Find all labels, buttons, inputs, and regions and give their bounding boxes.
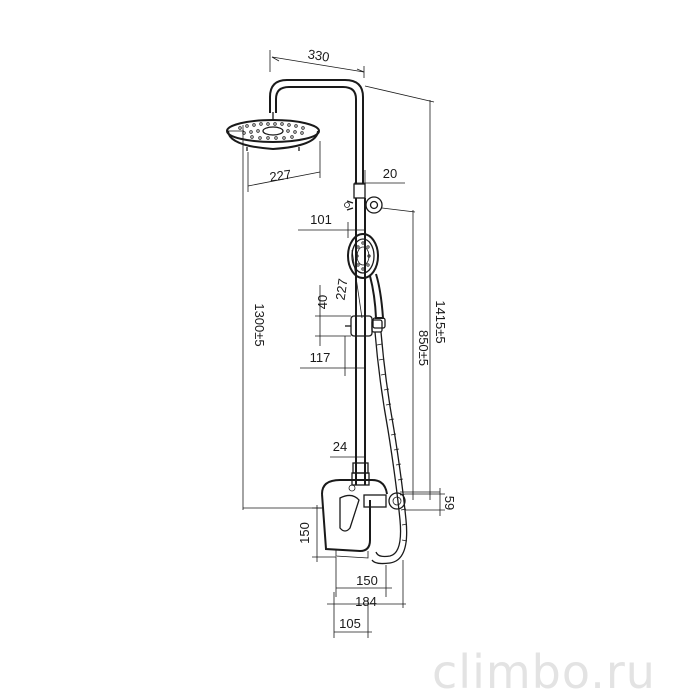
diverter-knob bbox=[344, 196, 383, 214]
dimension-label-slider-height: 40 bbox=[315, 295, 330, 309]
dimension-top-width: 330 bbox=[269, 46, 365, 78]
dimension-label-total-height: 1300±5 bbox=[252, 303, 267, 346]
dimension-label-hand-length: 227 bbox=[333, 278, 351, 302]
dimension-mixer-width: 150 bbox=[335, 557, 392, 597]
dimension-pipe-gap: 20 bbox=[354, 166, 405, 184]
hand-shower bbox=[347, 233, 386, 329]
dimension-label-top-width: 330 bbox=[307, 46, 331, 64]
dimension-label-holder-offset: 101 bbox=[310, 212, 332, 227]
dimension-mixer-depth: 184 bbox=[327, 560, 406, 609]
dimension-label-pipe-gap: 20 bbox=[383, 166, 397, 181]
dimension-mixer-height: 150 bbox=[297, 505, 336, 562]
rain-shower-head bbox=[226, 112, 320, 151]
dimension-holder-offset: 101 bbox=[298, 212, 366, 238]
dimension-wall-offset: 105 bbox=[333, 592, 372, 638]
watermark-text: climbo.ru bbox=[432, 645, 656, 699]
dimension-label-wall-offset: 105 bbox=[339, 616, 361, 631]
dimension-label-mixer-width: 150 bbox=[356, 573, 378, 588]
dimension-label-outlet-offset: 59 bbox=[442, 496, 457, 510]
dimension-overall-height: 1415±5 bbox=[364, 85, 448, 500]
dimension-label-slider-offset: 117 bbox=[310, 350, 331, 365]
dimension-holder-height: 850±5 bbox=[381, 207, 431, 500]
dimension-label-head-diameter: 227 bbox=[269, 167, 293, 185]
dimension-total-height: 1300±5 bbox=[228, 125, 322, 510]
dimension-rail-offset: 24 bbox=[330, 439, 366, 465]
dimension-outlet-offset: 59 bbox=[405, 488, 457, 516]
dimension-head-diameter: 227 bbox=[247, 141, 321, 192]
dimension-hand-length: 227 bbox=[333, 249, 363, 319]
dimension-label-mixer-depth: 184 bbox=[355, 594, 377, 609]
dimension-label-rail-offset: 24 bbox=[333, 439, 347, 454]
shower-hose bbox=[371, 331, 408, 565]
dimension-label-mixer-height: 150 bbox=[297, 522, 312, 544]
mixer-body bbox=[321, 479, 406, 559]
dimension-label-overall-height: 1415±5 bbox=[433, 300, 448, 343]
dimension-slider-offset: 117 bbox=[300, 336, 366, 376]
dimension-label-holder-height: 850±5 bbox=[416, 330, 431, 366]
